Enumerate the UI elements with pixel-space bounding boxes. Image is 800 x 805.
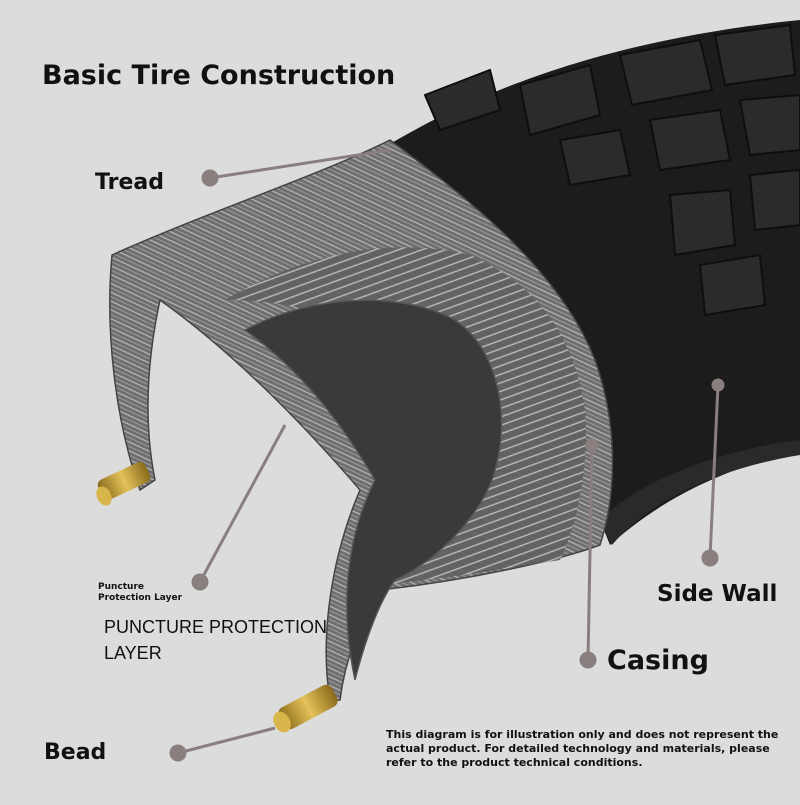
label-puncture-small-line1: Puncture [98, 582, 144, 592]
bead-right [273, 684, 338, 733]
label-side-wall: Side Wall [657, 581, 778, 607]
inner-casing-layer [225, 247, 586, 585]
label-puncture-big-line2: LAYER [104, 643, 162, 663]
puncture-protection-shape [243, 299, 503, 681]
disclaimer-text: This diagram is for illustration only an… [386, 728, 779, 769]
bead-left [96, 462, 151, 506]
side-wall-edge [600, 440, 800, 545]
label-bead: Bead [44, 740, 107, 765]
label-puncture-big-line1: PUNCTURE PROTECTION [104, 617, 328, 637]
label-puncture-small: Puncture Protection Layer [98, 582, 182, 604]
label-casing: Casing [607, 645, 709, 676]
label-tread: Tread [95, 170, 164, 195]
label-puncture-small-line2: Protection Layer [98, 593, 183, 603]
leader-lines [169, 148, 725, 762]
diagram-title: Basic Tire Construction [42, 60, 396, 91]
tread-blocks [423, 23, 800, 317]
label-puncture-protection: PUNCTURE PROTECTION LAYER [104, 614, 327, 666]
